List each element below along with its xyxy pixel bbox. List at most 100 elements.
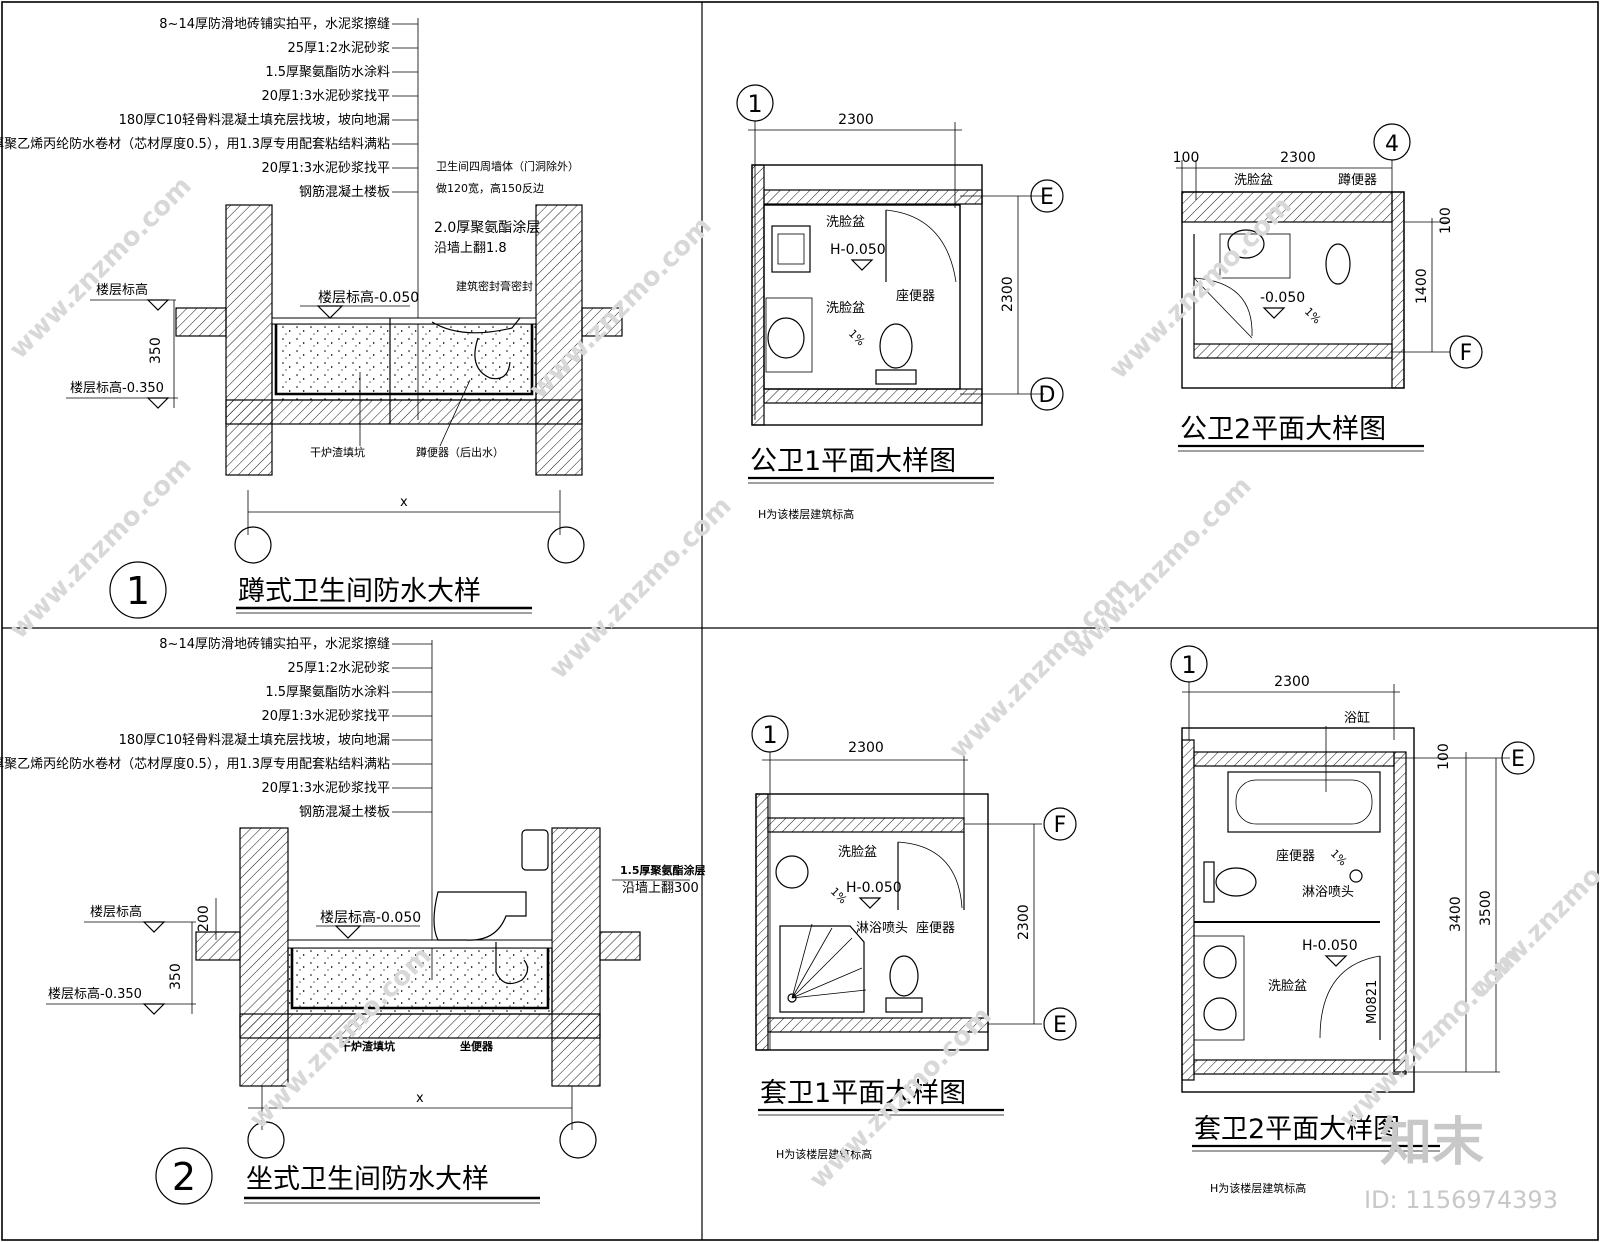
tw2-dim-3500: 3500 <box>1478 890 1494 926</box>
gw1-bottom-wall <box>763 388 983 404</box>
tw1-basin-shape <box>775 855 809 889</box>
tw2-dim-100: 100 <box>1436 743 1452 770</box>
p1-coating-note-2: 沿墙上翻1.8 <box>434 241 507 256</box>
tw2-dim-3400: 3400 <box>1448 896 1464 932</box>
p1-level-mid: 楼层标高-0.050 <box>300 289 419 319</box>
plan-public-toilet-2: 4 100 2300 洗脸盆 蹲便器 -0.050 1% 100 1400 F … <box>1173 123 1483 452</box>
p1-left-wall <box>225 204 273 476</box>
tw1-drain <box>787 993 797 1003</box>
p2-dim-x: x <box>416 1091 424 1106</box>
tw2-outer-wall <box>1181 727 1415 1093</box>
wm-site-5: www.znzmo.com <box>544 491 738 685</box>
p1-layer-6: 20厚1:3水泥砂浆找平 <box>262 161 390 176</box>
gw1-dim-h: 2300 <box>1000 276 1016 312</box>
p1-layer-1: 25厚1:2水泥砂浆 <box>288 41 390 56</box>
p2-layer-0: 8~14厚防滑地砖铺实拍平，水泥浆擦缝 <box>159 636 390 652</box>
gw2-bottom-wall <box>1193 343 1393 359</box>
tw2-axis-e: E <box>1511 747 1525 772</box>
tw1-basin: 洗脸盆 <box>838 845 877 860</box>
gw1-axis-d-bubble <box>1030 377 1064 411</box>
tw2-basin-upper <box>1203 945 1237 979</box>
tw2-bathtub-inner <box>1235 779 1373 825</box>
wm-site-4: www.znzmo.com <box>4 451 198 645</box>
tw2-bottom-wall <box>1193 1059 1407 1075</box>
gw1-left-wall <box>751 164 765 426</box>
p2-toilet-drawing <box>433 829 549 985</box>
gw1-note: H为该楼层建筑标高 <box>758 507 854 521</box>
p1-dim-350: 350 <box>148 337 164 364</box>
p2-right-slab <box>599 931 641 961</box>
p1-right-slab <box>581 307 623 337</box>
p1-wall-note-1: 卫生间四周墙体（门洞除外） <box>436 159 579 173</box>
p2-layer-6: 20厚1:3水泥砂浆找平 <box>262 781 390 796</box>
p1-number-circle <box>109 561 167 619</box>
p2-layer-1: 25厚1:2水泥砂浆 <box>288 661 390 676</box>
tw2-level: H-0.050 <box>1302 938 1358 954</box>
panel-seat-toilet-section: 8~14厚防滑地砖铺实拍平，水泥浆擦缝 25厚1:2水泥砂浆 1.5厚聚氨酯防水… <box>0 636 706 1205</box>
p1-squat-label: 蹲便器（后出水） <box>416 445 504 459</box>
p2-axis-bubble-right <box>559 1121 597 1159</box>
tw1-axis-f: F <box>1054 813 1067 838</box>
gw2-axis-f-bubble <box>1449 335 1483 369</box>
tw2-dim-w: 2300 <box>1274 674 1310 690</box>
p1-left-slab <box>175 307 227 337</box>
p2-coating-note-2: 沿墙上翻300 <box>622 881 699 896</box>
gw1-axis-e: E <box>1040 185 1054 210</box>
gw2-title: 公卫2平面大样图 <box>1180 414 1386 445</box>
gw1-door-swing <box>885 209 957 283</box>
p1-layer-5: 0.7厚聚乙烯丙纶防水卷材（芯材厚度0.5），用1.3厚专用配套粘结料满粘 <box>0 136 390 152</box>
p1-layer-7: 钢筋混凝土楼板 <box>299 184 390 200</box>
gw2-door-leaf <box>1193 277 1253 339</box>
gw2-dim-1400: 1400 <box>1414 268 1430 304</box>
tw1-shower: 淋浴喷头 <box>856 921 908 936</box>
gw1-dim-w: 2300 <box>838 112 874 128</box>
p1-slag-label: 干炉渣填坑 <box>310 445 365 459</box>
p1-level-low-text: 楼层标高-0.350 <box>70 380 164 396</box>
tw2-bathtub: 浴缸 <box>1344 710 1370 726</box>
p1-number: 1 <box>126 569 150 613</box>
p1-layer-3: 20厚1:3水泥砂浆找平 <box>262 89 390 104</box>
tw2-top-wall <box>1193 751 1395 767</box>
p1-squat-pan <box>431 317 521 334</box>
p1-squat-leader <box>439 379 471 447</box>
p2-slag-fill <box>287 947 553 1015</box>
tw2-left-wall <box>1181 739 1195 1081</box>
wm-site-1: www.znzmo.com <box>4 171 198 365</box>
tw1-level-mark <box>858 897 882 909</box>
tw1-axis-f-bubble <box>1043 807 1077 841</box>
tw2-note: H为该楼层建筑标高 <box>1210 1181 1306 1195</box>
p1-wall-note-2: 做120宽，高150反边 <box>436 181 544 195</box>
tw1-bottom-wall <box>767 1017 989 1033</box>
p2-slag-label: 干炉渣填坑 <box>340 1039 395 1053</box>
gw1-slope: 1% <box>846 327 868 349</box>
tw2-shower: 淋浴喷头 <box>1302 885 1354 900</box>
plan-public-toilet-1: 1 2300 洗脸盆 H-0.050 洗脸盆 座便器 1% 2300 E D 公… <box>736 84 1064 521</box>
gw1-top-wall <box>763 189 983 205</box>
gw2-level-mark <box>1262 307 1286 319</box>
tw1-toilet-shape <box>889 955 919 997</box>
p2-title: 坐式卫生间防水大样 <box>246 1164 489 1195</box>
tw1-note: H为该楼层建筑标高 <box>776 1147 872 1161</box>
p1-axis-bubble-right <box>547 526 585 564</box>
p2-waterproof-membrane <box>290 948 550 1010</box>
p1-axis-bubble-left <box>234 526 272 564</box>
tw2-basin: 洗脸盆 <box>1268 979 1307 994</box>
tw2-counter <box>1193 935 1245 1041</box>
p1-layer-2: 1.5厚聚氨酯防水涂料 <box>265 64 390 80</box>
p1-finish-layer <box>271 317 537 325</box>
gw2-dim-w: 2300 <box>1280 150 1316 166</box>
gw2-slope: 1% <box>1302 305 1324 327</box>
tw2-bathtub-shape <box>1227 771 1381 833</box>
gw1-axis-e-bubble <box>1030 179 1064 213</box>
p2-layer-5: 0.7厚聚乙烯丙纶防水卷材（芯材厚度0.5），用1.3厚专用配套粘结料满粘 <box>0 756 390 772</box>
gw1-cabinet <box>771 225 811 273</box>
tw2-toilet-tank <box>1203 861 1215 903</box>
gw1-counter <box>765 297 813 373</box>
tw1-axis-e: E <box>1053 1013 1067 1038</box>
gw2-counter <box>1219 233 1291 279</box>
tw1-shower-tray <box>779 925 865 1013</box>
tw2-shower-head <box>1349 869 1363 883</box>
p2-finish-layer <box>287 939 553 949</box>
